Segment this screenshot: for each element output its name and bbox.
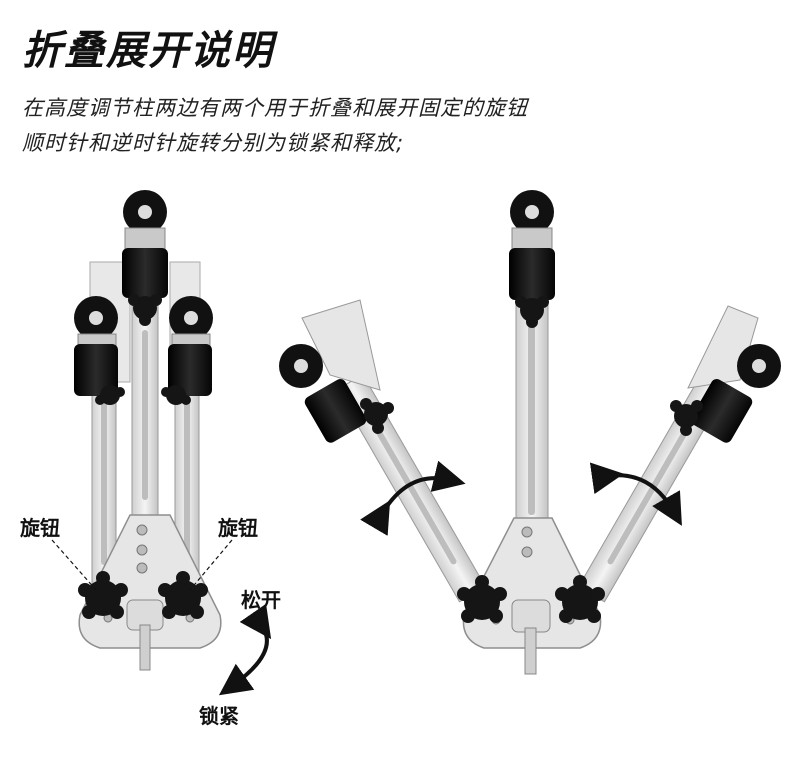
page-title: 折叠展开说明: [22, 28, 274, 74]
unfolded-device: [279, 190, 781, 675]
description-line-1: 在高度调节柱两边有两个用于折叠和展开固定的旋钮: [22, 96, 528, 120]
knob-label-right: 旋钮: [218, 516, 258, 540]
folded-device: [51, 190, 272, 696]
description-line-2: 顺时针和逆时针旋转分别为锁紧和释放;: [22, 131, 405, 155]
lock-label: 锁紧: [199, 704, 239, 728]
knob-left: [78, 571, 128, 619]
knob-label-left: 旋钮: [20, 516, 60, 540]
release-label: 松开: [241, 588, 281, 612]
knob-right: [158, 571, 208, 619]
